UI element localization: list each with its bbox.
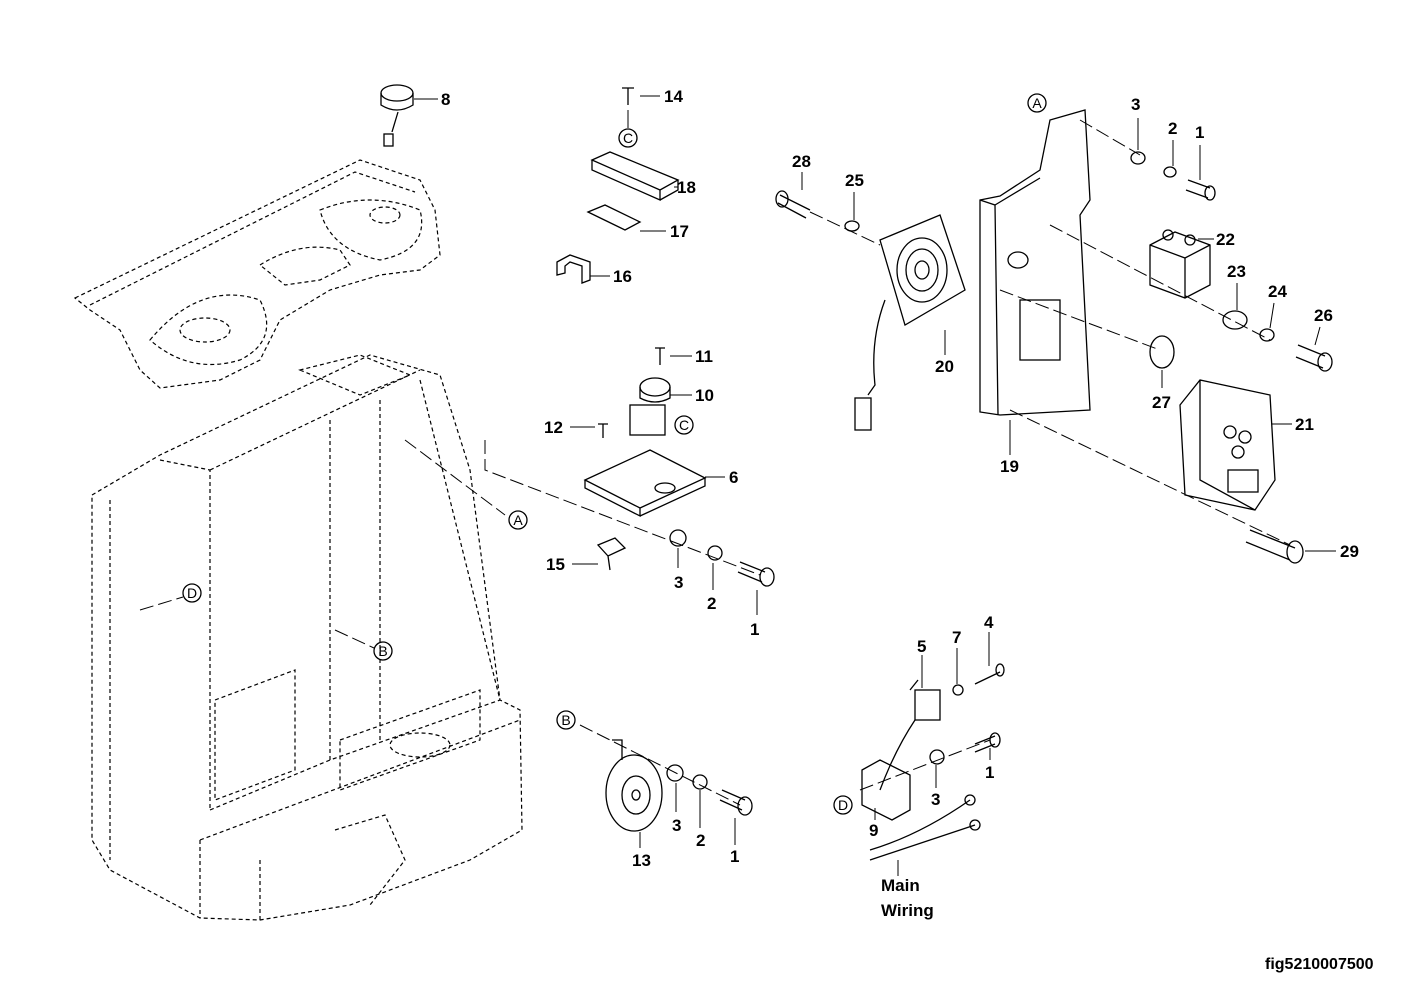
callout-10: 10: [695, 386, 714, 405]
callout-4: 4: [984, 613, 994, 632]
callout-2: 2: [1168, 119, 1177, 138]
callout-labels: 8 14 18 17 16 11 10 12 6 15 3 2 1 13 3 2…: [441, 87, 1359, 920]
callout-2: 2: [707, 594, 716, 613]
ref-c-mid: C: [679, 417, 689, 433]
dashboard-cover: [73, 159, 441, 389]
bracket-parts-c: [556, 87, 680, 284]
callout-8: 8: [441, 90, 450, 109]
callout-22: 22: [1216, 230, 1235, 249]
callout-14: 14: [664, 87, 683, 106]
callout-3: 3: [931, 790, 940, 809]
ref-d-frame: D: [187, 585, 197, 601]
callout-29: 29: [1340, 542, 1359, 561]
ref-a-frame: A: [513, 512, 523, 528]
callout-1: 1: [750, 620, 759, 639]
callout-28: 28: [792, 152, 811, 171]
callout-3: 3: [672, 816, 681, 835]
hour-meter-part: [380, 84, 438, 147]
ref-b-frame: B: [378, 643, 387, 659]
callout-6: 6: [729, 468, 738, 487]
mounting-panel-part: [979, 109, 1291, 546]
callout-21: 21: [1295, 415, 1314, 434]
callout-11: 11: [695, 347, 713, 366]
ref-b-horn: B: [561, 712, 570, 728]
microswitch-parts: [859, 632, 1005, 861]
callout-1: 1: [730, 847, 739, 866]
callout-1: 1: [985, 763, 994, 782]
switch-plate-parts: [404, 347, 775, 615]
ref-c-top: C: [623, 130, 633, 146]
callout-5: 5: [917, 637, 926, 656]
motor-controller-part: [1179, 379, 1336, 564]
ref-d-bracket: D: [838, 797, 848, 813]
callout-7: 7: [952, 628, 961, 647]
callout-27: 27: [1152, 393, 1171, 412]
callout-24: 24: [1268, 282, 1287, 301]
reference-markers: C C A A D D B B: [139, 93, 1047, 815]
callout-16: 16: [613, 267, 632, 286]
callout-2: 2: [696, 831, 705, 850]
callout-9: 9: [869, 821, 878, 840]
callout-1: 1: [1195, 123, 1204, 142]
callout-3: 3: [674, 573, 683, 592]
callout-26: 26: [1314, 306, 1333, 325]
ref-a-panel: A: [1032, 95, 1042, 111]
main-wiring-label-line1: Main: [881, 876, 920, 895]
chassis-frame: [91, 354, 523, 921]
callout-13: 13: [632, 851, 651, 870]
cooling-fan-part: [775, 172, 966, 431]
callout-20: 20: [935, 357, 954, 376]
main-wiring-label-line2: Wiring: [881, 901, 934, 920]
callout-17: 17: [670, 222, 689, 241]
callout-3: 3: [1131, 95, 1140, 114]
callout-19: 19: [1000, 457, 1019, 476]
callout-25: 25: [845, 171, 864, 190]
callout-15: 15: [546, 555, 565, 574]
callout-18: 18: [677, 178, 696, 197]
callout-23: 23: [1227, 262, 1246, 281]
callout-12: 12: [544, 418, 563, 437]
contactor-parts: [1130, 118, 1333, 388]
horn-part: [579, 724, 753, 848]
figure-id: fig5210007500: [1265, 956, 1374, 973]
